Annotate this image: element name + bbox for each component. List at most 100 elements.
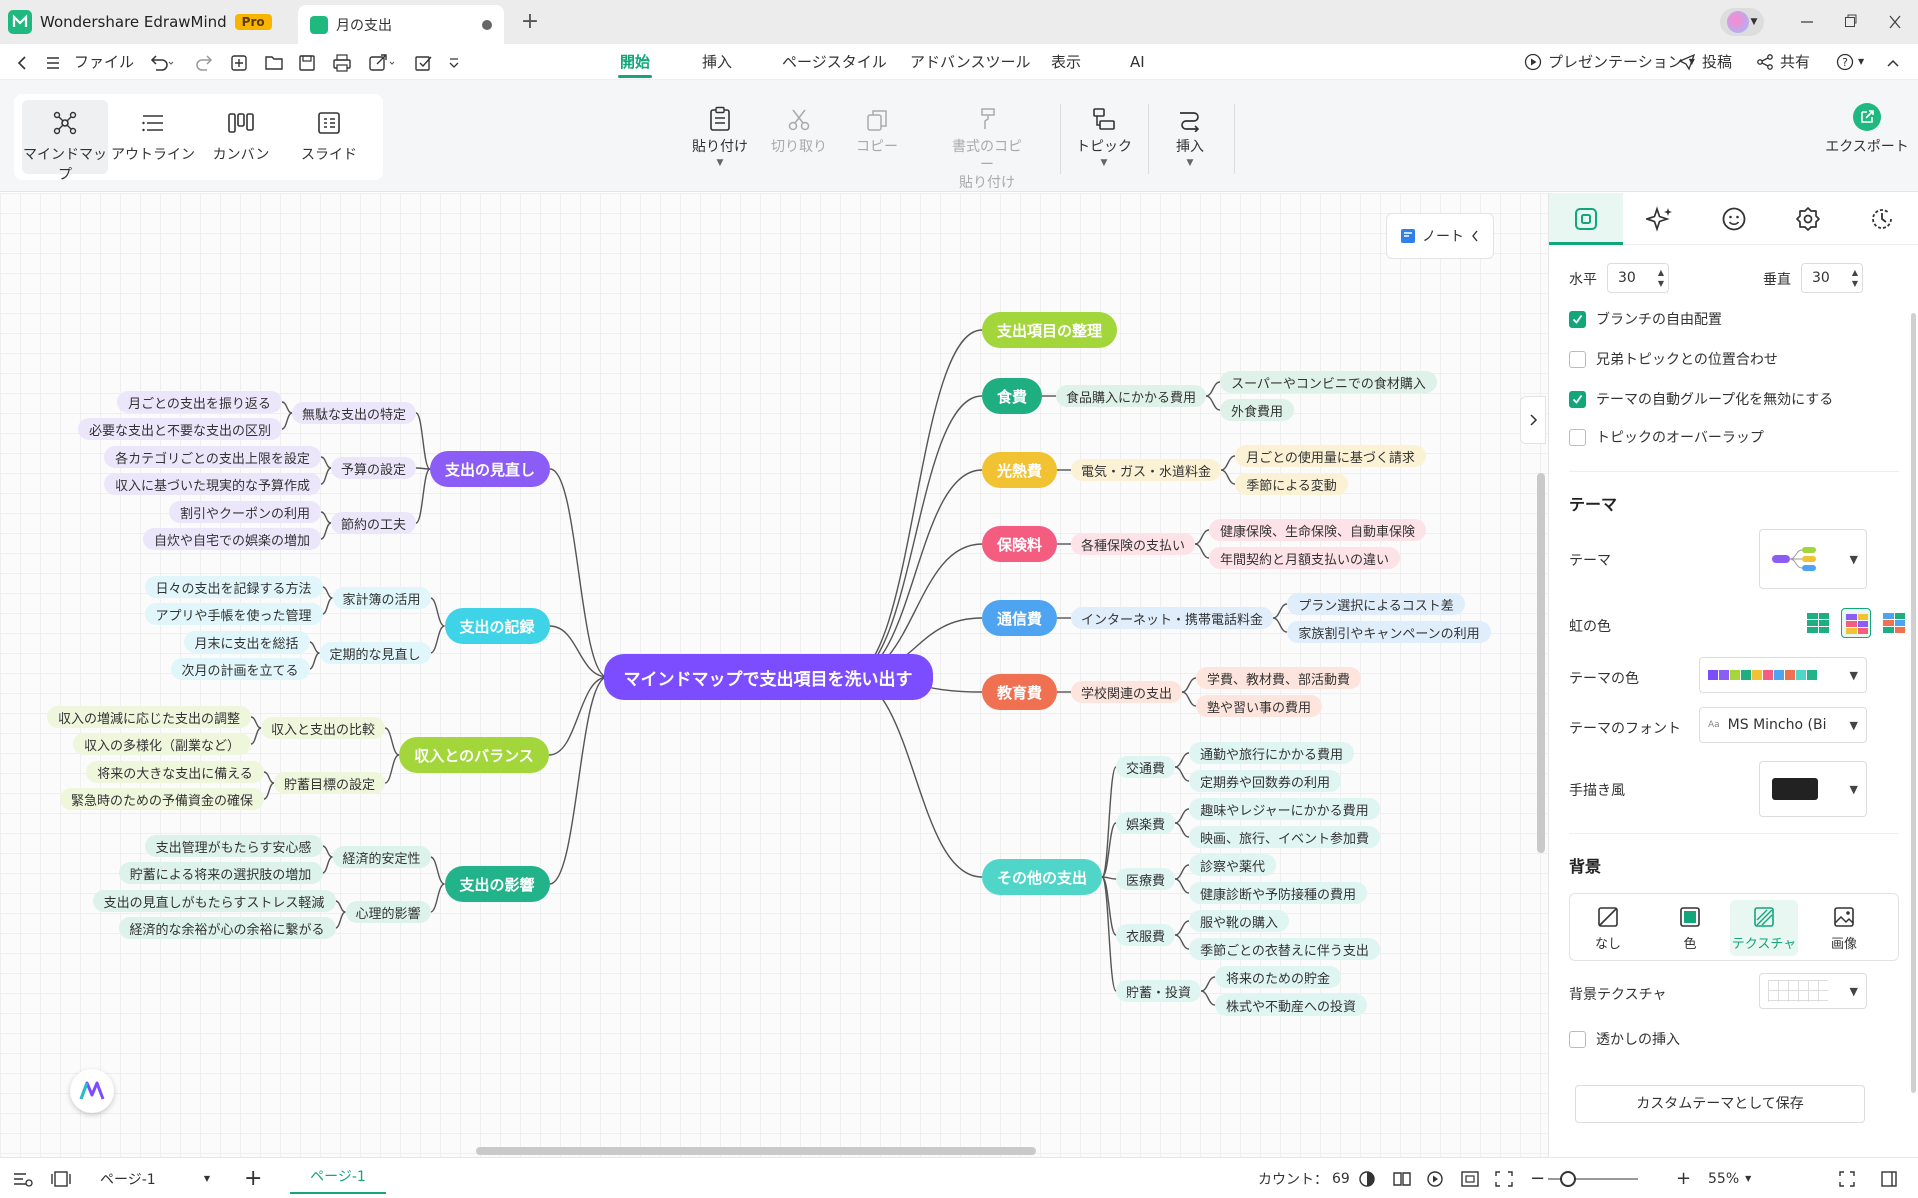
tab-page-format[interactable] <box>1549 193 1623 245</box>
leaf-topic-left[interactable]: 支出の見直しがもたらすストレス軽減 <box>92 890 336 912</box>
view-slide-button[interactable]: スライド <box>286 100 372 174</box>
main-topic-left[interactable]: 支出の見直し <box>430 451 550 487</box>
leaf-topic-right[interactable]: 外食費用 <box>1220 399 1294 421</box>
tab-history[interactable] <box>1845 193 1918 245</box>
leaf-topic-right[interactable]: 年間契約と月額支払いの違い <box>1209 547 1400 569</box>
bg-texture-dropdown[interactable]: ▼ <box>1759 973 1867 1009</box>
subtopic-right[interactable]: 衣服費 <box>1116 924 1175 946</box>
tab-insert[interactable]: 挿入 <box>702 53 733 71</box>
document-tab[interactable]: 月の支出 <box>298 5 504 44</box>
main-topic-left[interactable]: 収入とのバランス <box>399 737 549 773</box>
rainbow-color-option[interactable] <box>1879 608 1909 638</box>
add-page-button[interactable]: + <box>244 1166 263 1191</box>
leaf-topic-left[interactable]: 割引やクーポンの利用 <box>169 501 321 523</box>
leaf-topic-right[interactable]: 通勤や旅行にかかる費用 <box>1189 742 1354 764</box>
unsaved-dot-icon[interactable] <box>482 19 492 30</box>
tab-start[interactable]: 開始 <box>617 44 653 80</box>
fullscreen-icon[interactable] <box>1838 1158 1856 1198</box>
leaf-topic-right[interactable]: 健康保険、生命保険、自動車保険 <box>1209 519 1426 541</box>
minimize-button[interactable] <box>1792 8 1822 36</box>
subtopic-right[interactable]: 食品購入にかかる費用 <box>1056 385 1206 407</box>
leaf-topic-left[interactable]: アプリや手帳を使った管理 <box>144 603 323 625</box>
post-button[interactable]: 投稿 <box>1678 44 1732 80</box>
mindmap-canvas[interactable]: マインドマップで支出項目を洗い出す支出の見直し無駄な支出の特定月ごとの支出を振り… <box>0 193 1548 1157</box>
cut-button[interactable]: 切り取り <box>759 102 839 156</box>
page-list-icon[interactable] <box>12 1158 34 1198</box>
subtopic-left[interactable]: 定期的な見直し <box>319 642 431 664</box>
spinner-arrows-icon[interactable]: ▲▼ <box>1657 268 1664 288</box>
user-avatar[interactable]: ▼ <box>1720 8 1764 36</box>
checkbox-disable-auto-group[interactable]: テーマの自動グループ化を無効にする <box>1569 389 1833 409</box>
subtopic-right[interactable]: 医療費 <box>1116 868 1175 890</box>
topic-button[interactable]: トピック ▼ <box>1064 102 1144 168</box>
leaf-topic-right[interactable]: 家族割引やキャンペーンの利用 <box>1287 621 1491 643</box>
export-share-icon[interactable] <box>368 44 398 80</box>
leaf-topic-right[interactable]: 映画、旅行、イベント参加費 <box>1189 826 1380 848</box>
print-icon[interactable] <box>332 44 352 80</box>
horizontal-scrollbar[interactable] <box>476 1147 1036 1155</box>
save-custom-theme-button[interactable]: カスタムテーマとして保存 <box>1575 1085 1865 1123</box>
bg-option-color[interactable]: 色 <box>1656 900 1724 956</box>
leaf-topic-right[interactable]: 診察や薬代 <box>1189 854 1276 876</box>
leaf-topic-left[interactable]: 必要な支出と不要な支出の区別 <box>78 418 282 440</box>
vertical-scrollbar[interactable] <box>1537 473 1545 853</box>
subtopic-left[interactable]: 経済的安定性 <box>332 846 431 868</box>
leaf-topic-left[interactable]: 各カテゴリごとの支出上限を設定 <box>104 446 321 468</box>
central-topic[interactable]: マインドマップで支出項目を洗い出す <box>603 654 933 700</box>
leaf-topic-right[interactable]: 将来のための貯金 <box>1215 966 1341 988</box>
main-topic-right[interactable]: 保険料 <box>982 526 1057 562</box>
leaf-topic-right[interactable]: スーパーやコンビニでの食材購入 <box>1220 371 1437 393</box>
tab-sticker[interactable] <box>1697 193 1771 245</box>
open-folder-icon[interactable] <box>264 44 284 80</box>
theme-font-dropdown[interactable]: Aa MS Mincho (Bi ▼ <box>1699 707 1867 743</box>
bg-option-image[interactable]: 画像 <box>1810 900 1878 956</box>
note-button[interactable]: ノート <box>1386 213 1494 259</box>
subtopic-right[interactable]: 貯蓄・投資 <box>1116 980 1201 1002</box>
subtopic-left[interactable]: 家計簿の活用 <box>332 587 431 609</box>
main-topic-right[interactable]: 教育費 <box>982 674 1057 710</box>
new-file-icon[interactable] <box>230 44 248 80</box>
redo-icon[interactable] <box>196 44 214 80</box>
view-outline-button[interactable]: アウトライン <box>110 100 196 174</box>
leaf-topic-right[interactable]: 健康診断や予防接種の費用 <box>1189 882 1367 904</box>
panel-scrollbar[interactable] <box>1911 313 1916 1093</box>
subtopic-right[interactable]: 学校関連の支出 <box>1071 681 1182 703</box>
checkbox-align-siblings[interactable]: 兄弟トピックとの位置合わせ <box>1569 349 1778 369</box>
format-paste-button[interactable]: 書式のコピー 貼り付け <box>947 102 1027 192</box>
copy-button[interactable]: コピー <box>837 102 917 156</box>
restore-button[interactable] <box>1836 8 1866 36</box>
presentation-button[interactable]: プレゼンテーション ▼ <box>1524 44 1695 80</box>
vertical-spacing-input[interactable]: 30 ▲▼ <box>1801 263 1863 293</box>
tab-ai-style[interactable] <box>1623 193 1697 245</box>
zoom-out-button[interactable]: − <box>1530 1168 1546 1189</box>
leaf-topic-left[interactable]: 次月の計画を立てる <box>170 658 310 680</box>
subtopic-right[interactable]: 電気・ガス・水道料金 <box>1071 459 1221 481</box>
leaf-topic-left[interactable]: 収入の増減に応じた支出の調整 <box>47 706 251 728</box>
theme-color-dropdown[interactable]: ▼ <box>1699 657 1867 693</box>
rainbow-color-option[interactable] <box>1841 608 1871 638</box>
tab-advanced-tools[interactable]: アドバンスツール <box>910 53 1031 71</box>
zoom-slider-knob[interactable] <box>1560 1171 1576 1187</box>
subtopic-left[interactable]: 節約の工夫 <box>331 512 416 534</box>
leaf-topic-left[interactable]: 月末に支出を総括 <box>183 631 310 653</box>
leaf-topic-right[interactable]: 趣味やレジャーにかかる費用 <box>1189 798 1380 820</box>
theme-toggle-icon[interactable] <box>1358 1158 1376 1198</box>
spinner-arrows-icon[interactable]: ▲▼ <box>1851 268 1858 288</box>
page-tab-1[interactable]: ページ-1 <box>290 1162 386 1194</box>
main-topic-right[interactable]: 食費 <box>982 378 1042 414</box>
main-topic-right[interactable]: 光熱費 <box>982 452 1057 488</box>
expand-window-icon[interactable] <box>1880 1158 1898 1198</box>
rainbow-color-option[interactable] <box>1803 608 1833 638</box>
check-task-icon[interactable] <box>414 44 434 80</box>
leaf-topic-right[interactable]: 月ごとの使用量に基づく請求 <box>1235 445 1426 467</box>
leaf-topic-left[interactable]: 日々の支出を記録する方法 <box>144 576 323 598</box>
leaf-topic-left[interactable]: 収入の多様化（副業など） <box>73 733 251 755</box>
undo-icon[interactable] <box>148 44 176 80</box>
main-topic-right[interactable]: 通信費 <box>982 600 1057 636</box>
insert-button[interactable]: 挿入 ▼ <box>1150 102 1230 168</box>
leaf-topic-left[interactable]: 月ごとの支出を振り返る <box>117 391 282 413</box>
page-select-dropdown[interactable]: ページ-1 ▼ <box>100 1158 210 1198</box>
close-window-button[interactable] <box>1880 8 1910 36</box>
new-tab-button[interactable]: + <box>520 9 540 34</box>
checkbox-watermark[interactable]: 透かしの挿入 <box>1569 1029 1680 1049</box>
